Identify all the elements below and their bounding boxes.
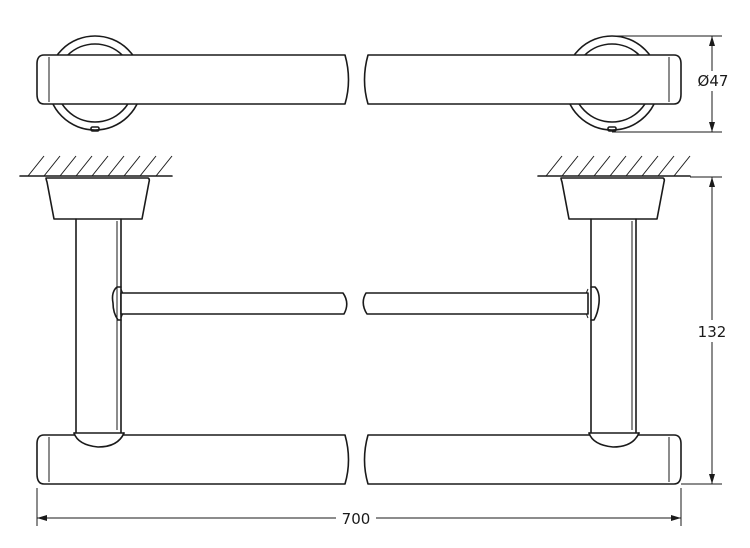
top-bar-left	[36, 54, 350, 105]
upper-rail	[111, 286, 600, 321]
wall-hatch-left	[19, 155, 173, 177]
wall-hatch-right	[537, 155, 691, 177]
width-label: 700	[342, 510, 371, 528]
dimension-diameter: Ø47	[612, 35, 730, 133]
dimension-height: 132	[681, 176, 730, 485]
dimension-width: 700	[36, 488, 682, 528]
left-post	[73, 218, 125, 448]
diameter-label: Ø47	[698, 72, 729, 90]
front-view	[19, 155, 691, 485]
right-mount-flange	[560, 177, 666, 220]
right-post	[588, 218, 640, 448]
height-label: 132	[698, 323, 727, 341]
left-mount-flange	[45, 177, 151, 220]
top-view	[36, 35, 682, 132]
top-bar-right	[363, 54, 682, 105]
lower-bar	[36, 432, 682, 485]
